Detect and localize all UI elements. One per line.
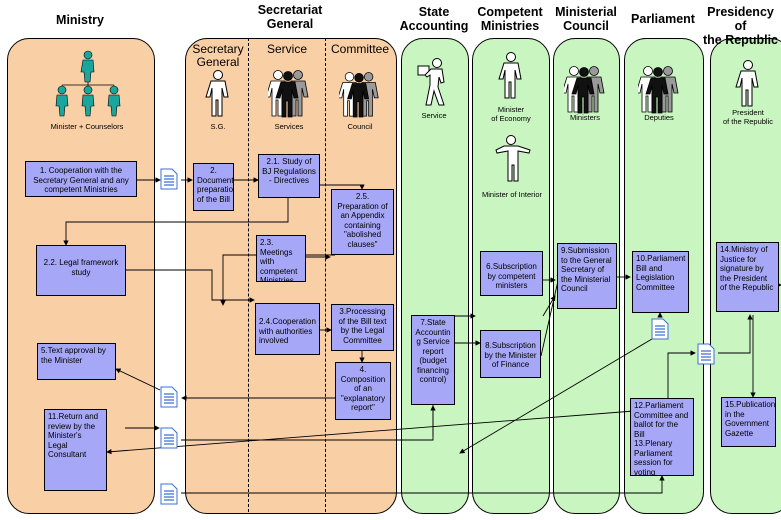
header-parliament: Parliament <box>631 12 695 26</box>
step-6-box: 6.Subscription by competent ministers <box>480 251 543 296</box>
header-secretariat: Secretariat General <box>257 3 323 31</box>
step-8-box: 8.Subscription by the Minister of Financ… <box>480 330 541 378</box>
step-3-box: 3.Processing of the Bill text by the Leg… <box>331 304 394 351</box>
label-ministers: Ministers <box>569 113 600 122</box>
step-2-5-box: 2.5. Preparation of an Appendix containi… <box>331 189 394 255</box>
label-services: Services <box>274 122 304 131</box>
minister-interior-figure-icon <box>495 135 531 182</box>
label-council: Council <box>347 122 373 131</box>
header-ministerial-council: Ministerial Council <box>555 5 617 33</box>
step-2-1-box: 2.1. Study of BJ Regulations - Directive… <box>258 154 320 198</box>
label-service: Service <box>421 111 447 120</box>
document-icon <box>160 386 178 408</box>
council-group-icon <box>339 72 379 118</box>
step-4-box: 4. Composition of an "explanatory report… <box>335 362 391 420</box>
document-icon <box>160 168 178 190</box>
step-7-box: 7.State Accountin g Service report (budg… <box>411 315 455 405</box>
step-2-box: 2. Document preparation of the Bill <box>193 163 234 211</box>
label-minister-counselors: Minister + Counselors <box>50 122 124 131</box>
label-sg: S.G. <box>210 122 226 131</box>
label-president: President of the Republic <box>722 108 774 126</box>
subheader-service: Service <box>266 42 307 56</box>
header-presidency: Presidency of the Republic <box>702 5 778 47</box>
document-icon <box>160 483 178 505</box>
step-2-4-box: 2.4.Cooperation with authorities involve… <box>255 303 320 355</box>
label-minister-economy: Minister of Economy <box>491 105 531 123</box>
step-15-box: 15.Publication in the Government Gazette <box>721 397 776 447</box>
header-ministry: Ministry <box>56 13 104 27</box>
step-11-box: 11.Return and review by the Minister's L… <box>44 409 107 491</box>
step-12-13-box: 12.Parliament Committee and ballot for t… <box>630 398 694 476</box>
services-group-icon <box>268 70 309 118</box>
ministers-group-icon <box>564 66 605 114</box>
header-state-accounting: State Accounting <box>399 5 469 33</box>
step-9-box: 9.Submission to the General Secretary of… <box>557 243 617 309</box>
document-icon <box>160 427 178 449</box>
subheader-secretary-general: Secretary General <box>192 42 244 69</box>
minister-economy-figure-icon <box>498 52 522 99</box>
step-1-box: 1. Cooperation with the Secretary Genera… <box>25 161 137 197</box>
step-5-box: 5.Text approval by the Minister <box>37 343 116 380</box>
service-divider-left <box>248 38 249 512</box>
document-icon <box>651 318 669 340</box>
step-10-box: 10.Parliament Bill and Legislation Commi… <box>632 251 689 313</box>
header-competent-ministries: Competent Ministries <box>477 5 543 33</box>
deputies-group-icon <box>638 66 679 114</box>
step-14-box: 14.Ministry of Justice for signature by … <box>716 242 779 312</box>
label-minister-interior: Minister of Interior <box>481 190 543 199</box>
document-icon <box>697 343 715 365</box>
courier-figure-icon <box>417 58 445 106</box>
org-chart-icon <box>55 50 121 117</box>
label-deputies: Deputies <box>644 113 674 122</box>
secretary-general-figure-icon <box>205 70 229 117</box>
service-divider-right <box>325 38 326 512</box>
step-2-3-box: 2.3. Meetings with competent Ministries <box>256 235 306 282</box>
subheader-committee: Committee <box>330 42 389 56</box>
step-2-2-box: 2.2. Legal framework study <box>36 245 126 296</box>
state-accounting-lane <box>401 38 469 514</box>
president-figure-icon <box>735 60 759 107</box>
